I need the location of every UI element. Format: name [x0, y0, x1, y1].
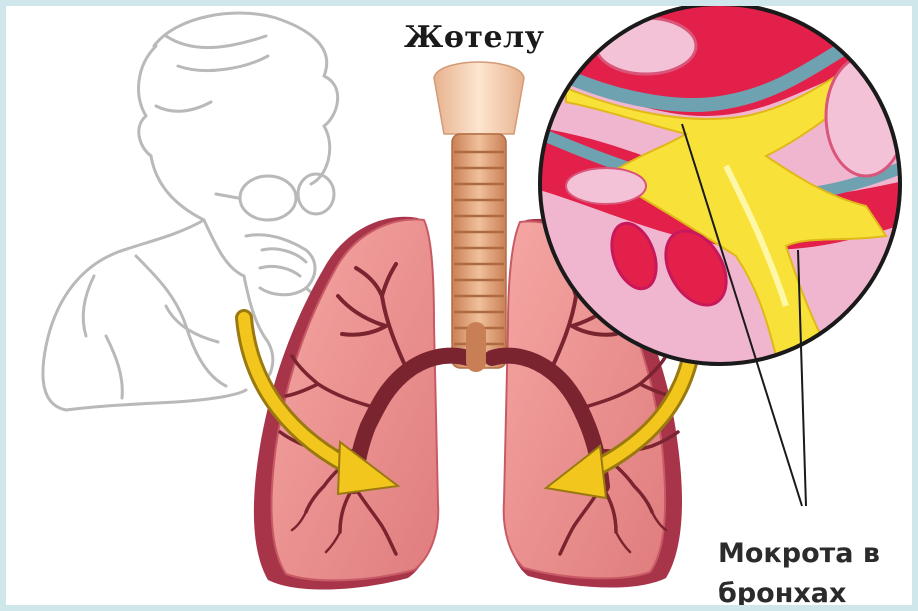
cough-diagram: [6, 6, 912, 605]
sputum-label-line-1: Мокрота в: [718, 534, 880, 574]
sputum-label-line-2: бронхах: [718, 574, 880, 611]
sputum-label: Мокрота в бронхах: [718, 534, 880, 611]
diagram-title: Жөтелу: [404, 20, 544, 55]
